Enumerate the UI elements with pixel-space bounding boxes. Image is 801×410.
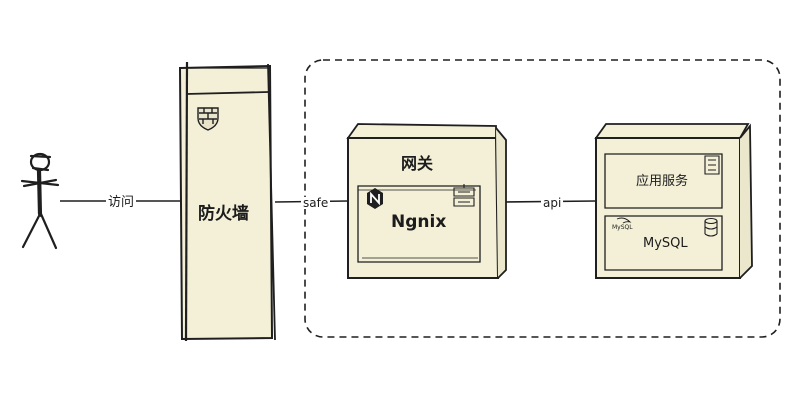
mysql-label: MySQL xyxy=(643,236,688,251)
gateway-inner-label: Ngnix xyxy=(391,212,447,232)
mysql-panel xyxy=(604,215,723,271)
server-stack-icon xyxy=(453,184,475,207)
edge-api-label: api xyxy=(541,196,564,210)
stick-figure-user-icon xyxy=(20,152,60,250)
gateway-node xyxy=(346,123,507,279)
brick-shield-icon xyxy=(197,107,219,131)
nginx-logo-icon xyxy=(367,188,383,209)
firewall-label: 防火墙 xyxy=(198,204,249,224)
server-icon xyxy=(704,155,720,175)
edge-safe-label: safe xyxy=(301,196,331,210)
database-icon xyxy=(704,217,718,237)
firewall-node xyxy=(178,61,276,342)
app-service-label: 应用服务 xyxy=(636,174,689,189)
mysql-logo-text: MySQL xyxy=(612,224,633,231)
mysql-dolphin-icon xyxy=(616,217,632,224)
gateway-title: 网关 xyxy=(401,154,434,173)
edge-access-label: 访问 xyxy=(106,195,137,210)
app-service-panel xyxy=(604,153,723,209)
